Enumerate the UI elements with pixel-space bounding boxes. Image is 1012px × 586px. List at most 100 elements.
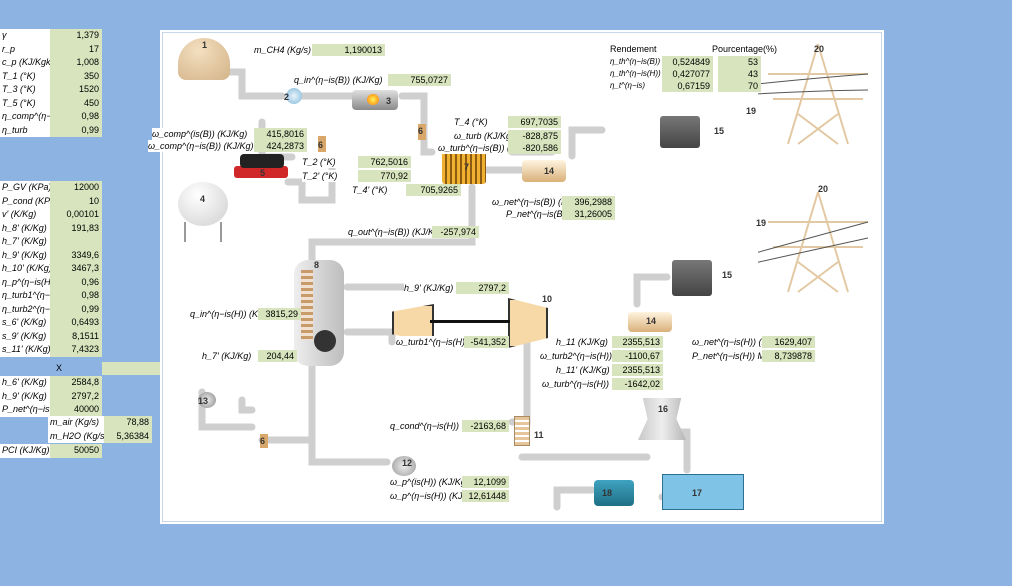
tag-8: 8 <box>314 260 320 270</box>
label-wcomp: ω_comp^(is(B)) (KJ/Kg) <box>152 128 248 140</box>
label-h11: h_11 (KJ/Kg) <box>556 336 608 348</box>
power-pylon-icon <box>758 192 869 293</box>
param-row: c_p (KJ/Kgk)1,008 <box>0 56 102 70</box>
flow-row: m_H2O (Kg/s)5,36384 <box>48 429 152 443</box>
tag-2: 2 <box>284 92 290 102</box>
param-value: 2584,8 <box>50 376 102 390</box>
value-wturb-real: -820,586 <box>508 142 561 154</box>
param-value: 0,6493 <box>50 316 102 330</box>
param-label: η_comp^(η−is(B)) <box>0 110 50 124</box>
efficiency-percent: 53 <box>718 56 761 68</box>
param-label: h_9' (K/Kg) <box>0 389 50 403</box>
label-h9: h_9' (KJ/Kg) <box>404 282 454 294</box>
param-row: s_11' (K/Kg)7,4323 <box>0 343 102 357</box>
param-value: 40000 <box>50 403 102 417</box>
tag-17: 17 <box>692 488 703 498</box>
flow-value: 78,88 <box>104 416 152 430</box>
param-row: s_9' (K/Kg)8,1511 <box>0 329 102 343</box>
value-t2: 762,5016 <box>358 156 411 168</box>
label-pnet-h: P_net^(η−is(H)) MW <box>692 350 774 362</box>
tag-3: 3 <box>386 96 392 106</box>
compressor-icon <box>234 152 290 186</box>
value-mch4: 1,190013 <box>312 44 385 56</box>
tag-13: 13 <box>198 396 209 406</box>
tag-19a: 19 <box>746 106 757 116</box>
param-label: T_3 (°K) <box>0 83 50 97</box>
param-label: η_turb1^(η−is(H)) <box>0 289 50 303</box>
storage-sphere-icon <box>178 182 228 242</box>
param-row: η_turb2^(η−is(H))0,99 <box>0 302 102 316</box>
param-value: 3349,6 <box>50 248 102 262</box>
tag-6c: 6 <box>260 436 266 446</box>
generator-icon <box>628 312 672 332</box>
transformer-icon <box>660 116 700 148</box>
value-qin-h: 3815,29 <box>258 308 301 320</box>
param-row: h_6' (K/Kg)2584,8 <box>0 376 102 390</box>
tag-15a: 15 <box>714 126 725 136</box>
param-label: P_net^(η−is(B)) KW <box>0 403 50 417</box>
param-row: s_6' (K/Kg)0,6493 <box>0 316 102 330</box>
param-row: h_9' (K/Kg)3349,6 <box>0 248 102 262</box>
param-row: P_net^(η−is(B)) KW40000 <box>0 403 102 417</box>
label-t2: T_2 (°K) <box>302 156 336 168</box>
flow-row: m_air (Kg/s)78,88 <box>48 416 152 430</box>
param-value <box>50 235 102 249</box>
condenser-icon <box>514 416 530 446</box>
param-row: η_turb1^(η−is(H))0,98 <box>0 289 102 303</box>
param-row: η_p^(η−is(H))0,96 <box>0 275 102 289</box>
value-wturb-h: -1642,02 <box>612 378 663 390</box>
param-value: 12000 <box>50 181 102 195</box>
value-wcomp-real: 424,2873 <box>254 140 307 152</box>
efficiency-label: η_th^(η−is(B)) <box>610 56 661 68</box>
param-value: 3467,3 <box>50 262 102 276</box>
valve-icon <box>318 136 326 152</box>
param-label: η_turb <box>0 123 50 137</box>
value-h11: 2355,513 <box>612 336 663 348</box>
value-t4: 697,7035 <box>508 116 561 128</box>
value-qin: 755,0727 <box>388 74 451 86</box>
tag-18: 18 <box>602 488 613 498</box>
power-pylon-icon <box>758 44 869 145</box>
generator-icon <box>522 160 566 182</box>
efficiency-value: 0,524849 <box>662 56 713 68</box>
value-wcomp: 415,8016 <box>254 128 307 140</box>
tag-11: 11 <box>534 430 544 440</box>
param-label: s_9' (K/Kg) <box>0 329 50 343</box>
label-wturb: ω_turb (KJ/Kg) <box>454 130 515 142</box>
param-value: 0,98 <box>50 110 102 124</box>
tag-12: 12 <box>402 458 413 468</box>
efficiency-value: 0,427077 <box>662 68 713 80</box>
efficiency-percent: 70 <box>718 80 761 92</box>
percentage-title: Pourcentage(%) <box>712 44 778 54</box>
value-wturb: -828,875 <box>508 130 561 142</box>
param-value: 0,96 <box>50 275 102 289</box>
value-wnet-h: 1629,407 <box>762 336 815 348</box>
value-wp-real: 12,61448 <box>462 490 509 502</box>
param-label: h_6' (K/Kg) <box>0 376 50 390</box>
tag-6b: 6 <box>418 126 424 136</box>
efficiency-label: η_t^(η−is) <box>610 80 646 92</box>
valve-icon <box>260 434 268 448</box>
param-value: 10 <box>50 194 102 208</box>
param-row: h_8' (K/Kg)191,83 <box>0 221 102 235</box>
param-row: h_10' (K/Kg)3467,3 <box>0 262 102 276</box>
param-row: η_comp^(η−is(B))0,98 <box>0 110 102 124</box>
flow-label: m_H2O (Kg/s) <box>48 429 104 443</box>
quality-row: X 0,904183 <box>48 362 200 375</box>
label-wp: ω_p^(is(H)) (KJ/Kg) <box>390 476 469 488</box>
label-wcomp-real: ω_comp^(η−is(B)) (KJ/Kg) <box>148 140 254 152</box>
label-qin: q_in^(η−is(B)) (KJ/Kg) <box>294 74 383 86</box>
param-value: 1,008 <box>50 56 102 70</box>
param-row: h_7' (K/Kg) <box>0 235 102 249</box>
label-h11p: h_11' (KJ/Kg) <box>556 364 610 376</box>
efficiency-percent: 43 <box>718 68 761 80</box>
param-label: T_1 (°K) <box>0 69 50 83</box>
param-value: 7,4323 <box>50 343 102 357</box>
value-wnet-b: 396,2988 <box>562 196 615 208</box>
